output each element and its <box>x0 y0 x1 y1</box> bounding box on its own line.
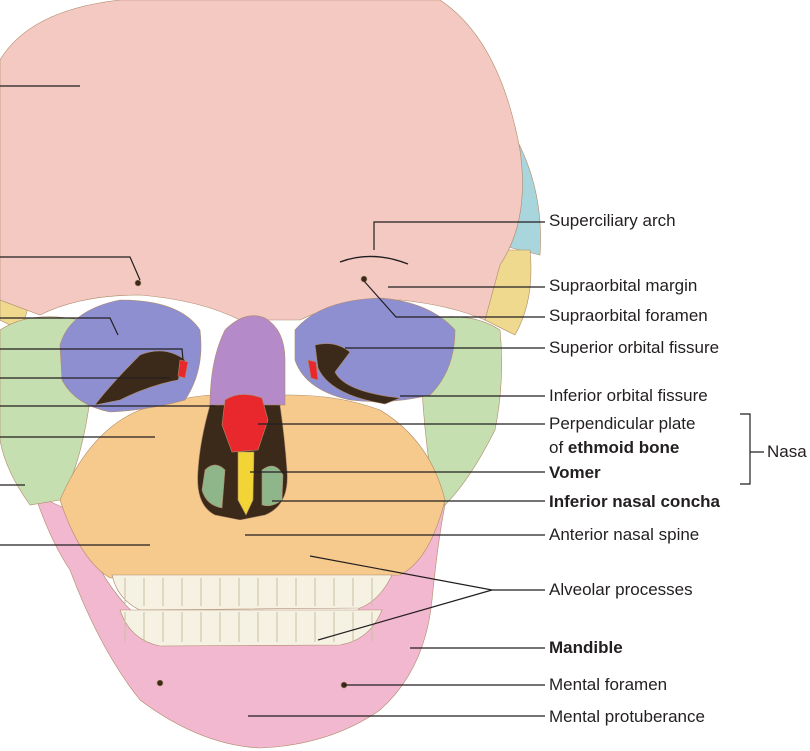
label-inferior-nasal-concha: Inferior nasal concha <box>549 492 720 511</box>
inferior-concha-left <box>201 464 226 509</box>
label-supraorbital-foramen: Supraorbital foramen <box>549 306 708 325</box>
leader-alveolar-2 <box>317 589 493 641</box>
label-ethmoid-bone: ethmoid bone <box>567 438 680 457</box>
superciliary-arch-marker <box>339 255 409 265</box>
label-superior-orbital-fissure: Superior orbital fissure <box>549 338 720 357</box>
mental-foramen-left <box>156 679 164 687</box>
label-mental-protuberance: Mental protuberance <box>549 707 705 726</box>
label-perpendicular-plate: Perpendicular plate <box>549 414 696 433</box>
label-mandible: Mandible <box>549 638 623 657</box>
label-alveolar-processes: Alveolar processes <box>549 580 693 599</box>
vomer-bone <box>237 451 255 516</box>
ethmoid-orbit-red-left <box>177 359 189 379</box>
orbit-left <box>59 299 202 413</box>
supraorbital-foramen-right <box>360 275 368 283</box>
nasal-bracket <box>740 413 764 485</box>
leader-lines <box>0 85 764 717</box>
leader-supraorbital-foramen <box>363 280 545 318</box>
label-nasal-group: Nasa <box>767 442 807 461</box>
label-of: of <box>549 438 568 457</box>
ethmoid-orbit-red-right <box>307 359 319 381</box>
leader-left-4 <box>0 348 184 361</box>
label-inferior-orbital-fissure: Inferior orbital fissure <box>549 386 708 405</box>
leader-left-3 <box>0 317 119 336</box>
lower-teeth <box>119 609 383 647</box>
label-supraorbital-margin: Supraorbital margin <box>549 276 698 295</box>
tooth-separators <box>124 578 373 642</box>
fissure-right <box>314 343 401 405</box>
supraorbital-foramen-left <box>134 279 142 287</box>
label-anterior-nasal-spine: Anterior nasal spine <box>549 525 700 544</box>
frontal-bone <box>0 0 523 321</box>
leader-superciliary-arch <box>373 221 545 250</box>
nasal-bone <box>209 315 286 406</box>
inferior-concha-right <box>261 465 284 507</box>
perpendicular-plate <box>221 394 269 453</box>
upper-teeth <box>111 574 393 611</box>
label-mental-foramen: Mental foramen <box>549 675 668 694</box>
label-vomer: Vomer <box>549 463 601 482</box>
leader-left-2 <box>0 256 141 281</box>
label-superciliary-arch: Superciliary arch <box>549 211 676 230</box>
label-ethmoid-bone-line: of ethmoid bone <box>549 438 679 458</box>
